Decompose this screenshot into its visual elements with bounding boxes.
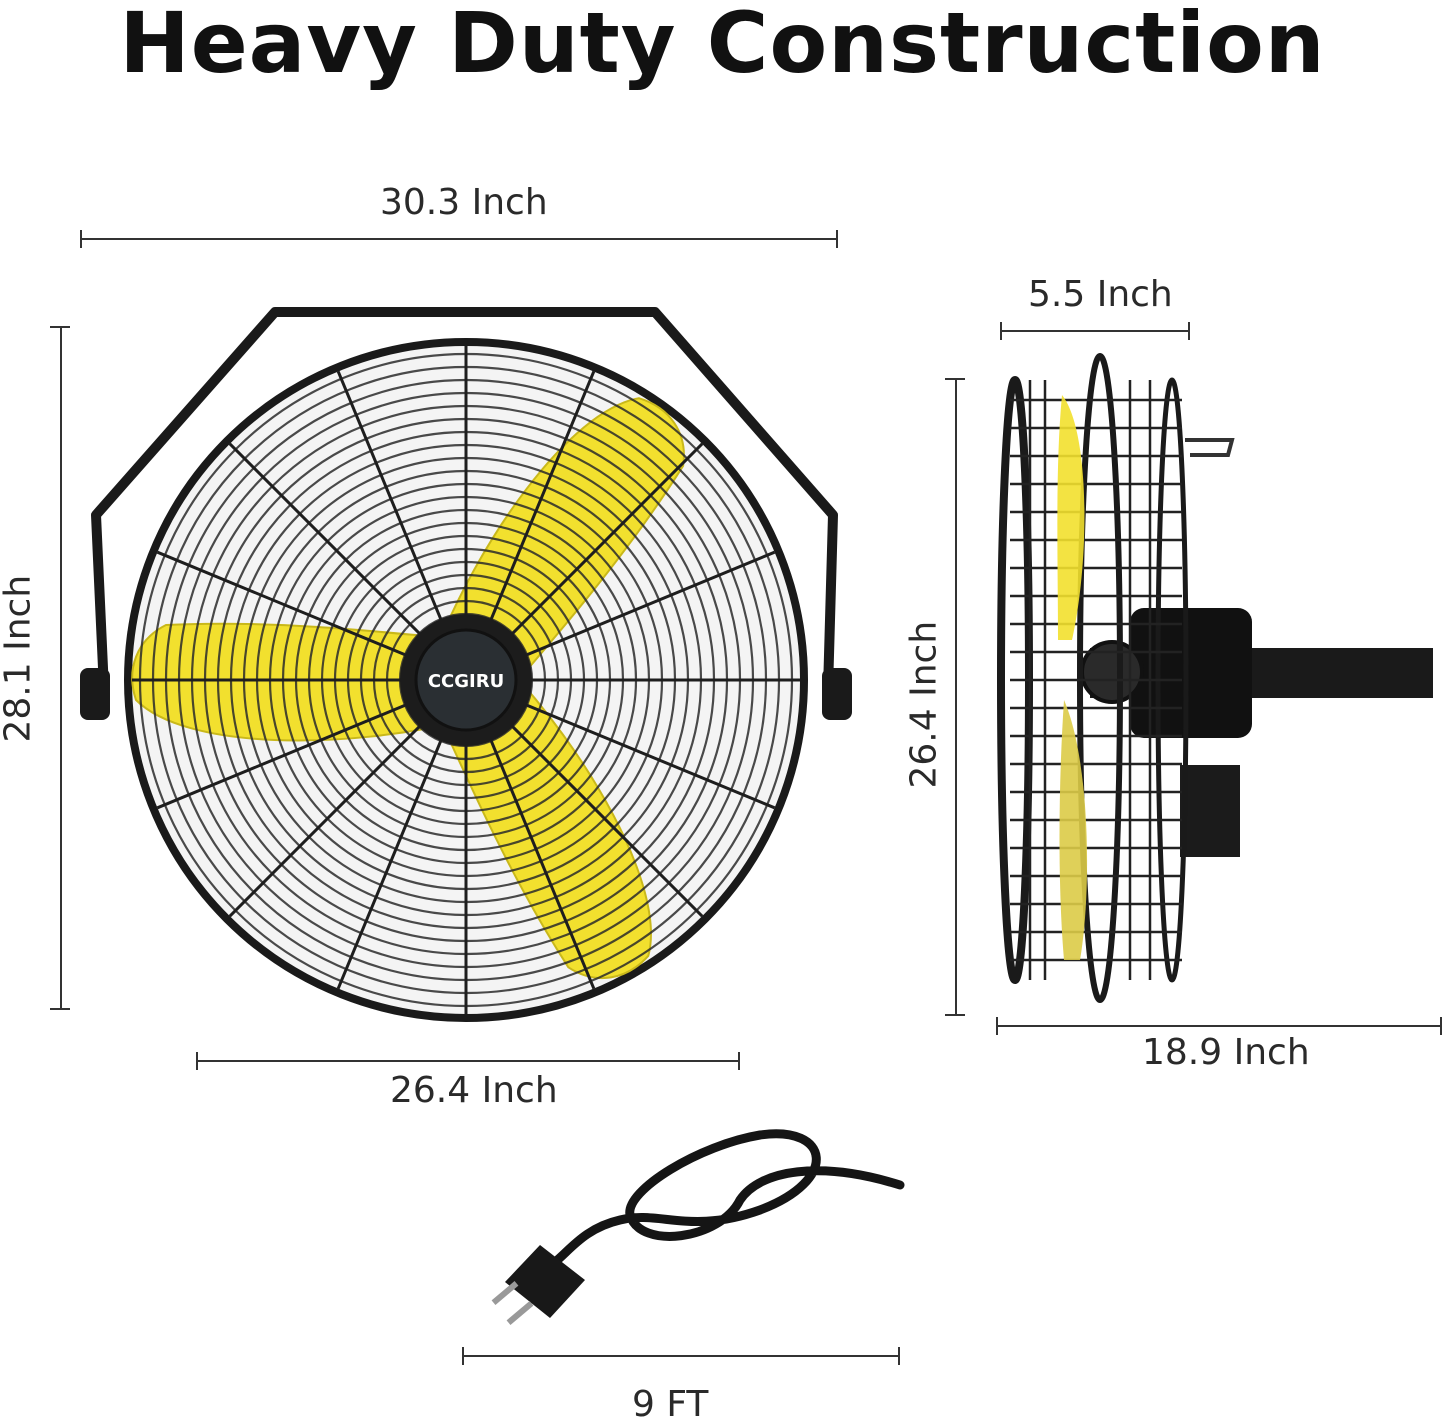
guard-spoke [511, 697, 776, 810]
power-cord-illustration [491, 1129, 905, 1325]
fan-blade [131, 622, 467, 742]
brand-logo: CCGIRU [428, 671, 504, 692]
side-height-tick-top [945, 378, 965, 380]
side-depth-line [1000, 330, 1190, 332]
side-switch-box [1180, 765, 1240, 857]
guard-spoke [156, 697, 421, 810]
front-fan-view: CCGIRU [80, 307, 852, 1022]
side-handle [1185, 438, 1235, 457]
side-depth-label: 5.5 Inch [1028, 274, 1173, 315]
front-height-tick-bottom [50, 1008, 70, 1010]
guard-spoke [156, 550, 421, 663]
side-fan-view [997, 353, 1433, 1003]
cord-length-tick-left [462, 1347, 464, 1365]
guard-spoke [336, 370, 449, 635]
front-diameter-tick-right [738, 1052, 740, 1070]
guard-spoke [228, 714, 432, 918]
guard-spoke [483, 370, 596, 635]
side-length-label: 18.9 Inch [1142, 1032, 1310, 1073]
cord-length-label: 9 FT [632, 1384, 709, 1423]
side-depth-tick-right [1188, 322, 1190, 340]
front-diameter-tick-left [196, 1052, 198, 1070]
page-title: Heavy Duty Construction [119, 0, 1326, 92]
side-length-tick-left [996, 1017, 998, 1035]
side-rim-middle [1077, 353, 1123, 1003]
side-depth-tick-left [1000, 322, 1002, 340]
guard-spoke [511, 550, 776, 663]
front-guard-spokes [132, 346, 800, 1014]
side-length-line [996, 1025, 1442, 1027]
plug-prong [506, 1301, 534, 1325]
guard-spoke [228, 442, 432, 646]
side-blade-bottom [1059, 700, 1088, 960]
side-blade-top [1057, 395, 1085, 640]
plug-prong [491, 1281, 519, 1305]
side-height-label: 26.4 Inch [903, 620, 945, 789]
cord-wire [550, 1129, 905, 1267]
cord-length-line [462, 1355, 900, 1357]
cord-length-tick-right [898, 1347, 900, 1365]
side-height-tick-bottom [945, 1014, 965, 1016]
guard-spoke [336, 725, 449, 990]
guard-spoke [500, 442, 704, 646]
plug-body [505, 1245, 585, 1318]
side-height-line [955, 378, 957, 1016]
front-diameter-label: 26.4 Inch [390, 1070, 558, 1111]
front-height-line [60, 326, 62, 1010]
guard-spoke [500, 714, 704, 918]
guard-spoke [483, 725, 596, 990]
right-tilt-knob [822, 668, 852, 720]
side-motor [1130, 608, 1252, 738]
hub-badge [414, 628, 518, 732]
front-height-label: 28.1 Inch [0, 574, 39, 743]
side-length-tick-right [1440, 1017, 1442, 1035]
side-guard-cage [997, 353, 1189, 1003]
front-width-line [80, 238, 838, 240]
front-width-tick-left [80, 230, 82, 248]
front-height-tick-top [50, 326, 70, 328]
front-diameter-line [196, 1060, 740, 1062]
left-tilt-knob [80, 668, 110, 720]
front-width-label: 30.3 Inch [380, 182, 548, 223]
front-width-tick-right [836, 230, 838, 248]
mounting-yoke [91, 307, 838, 691]
